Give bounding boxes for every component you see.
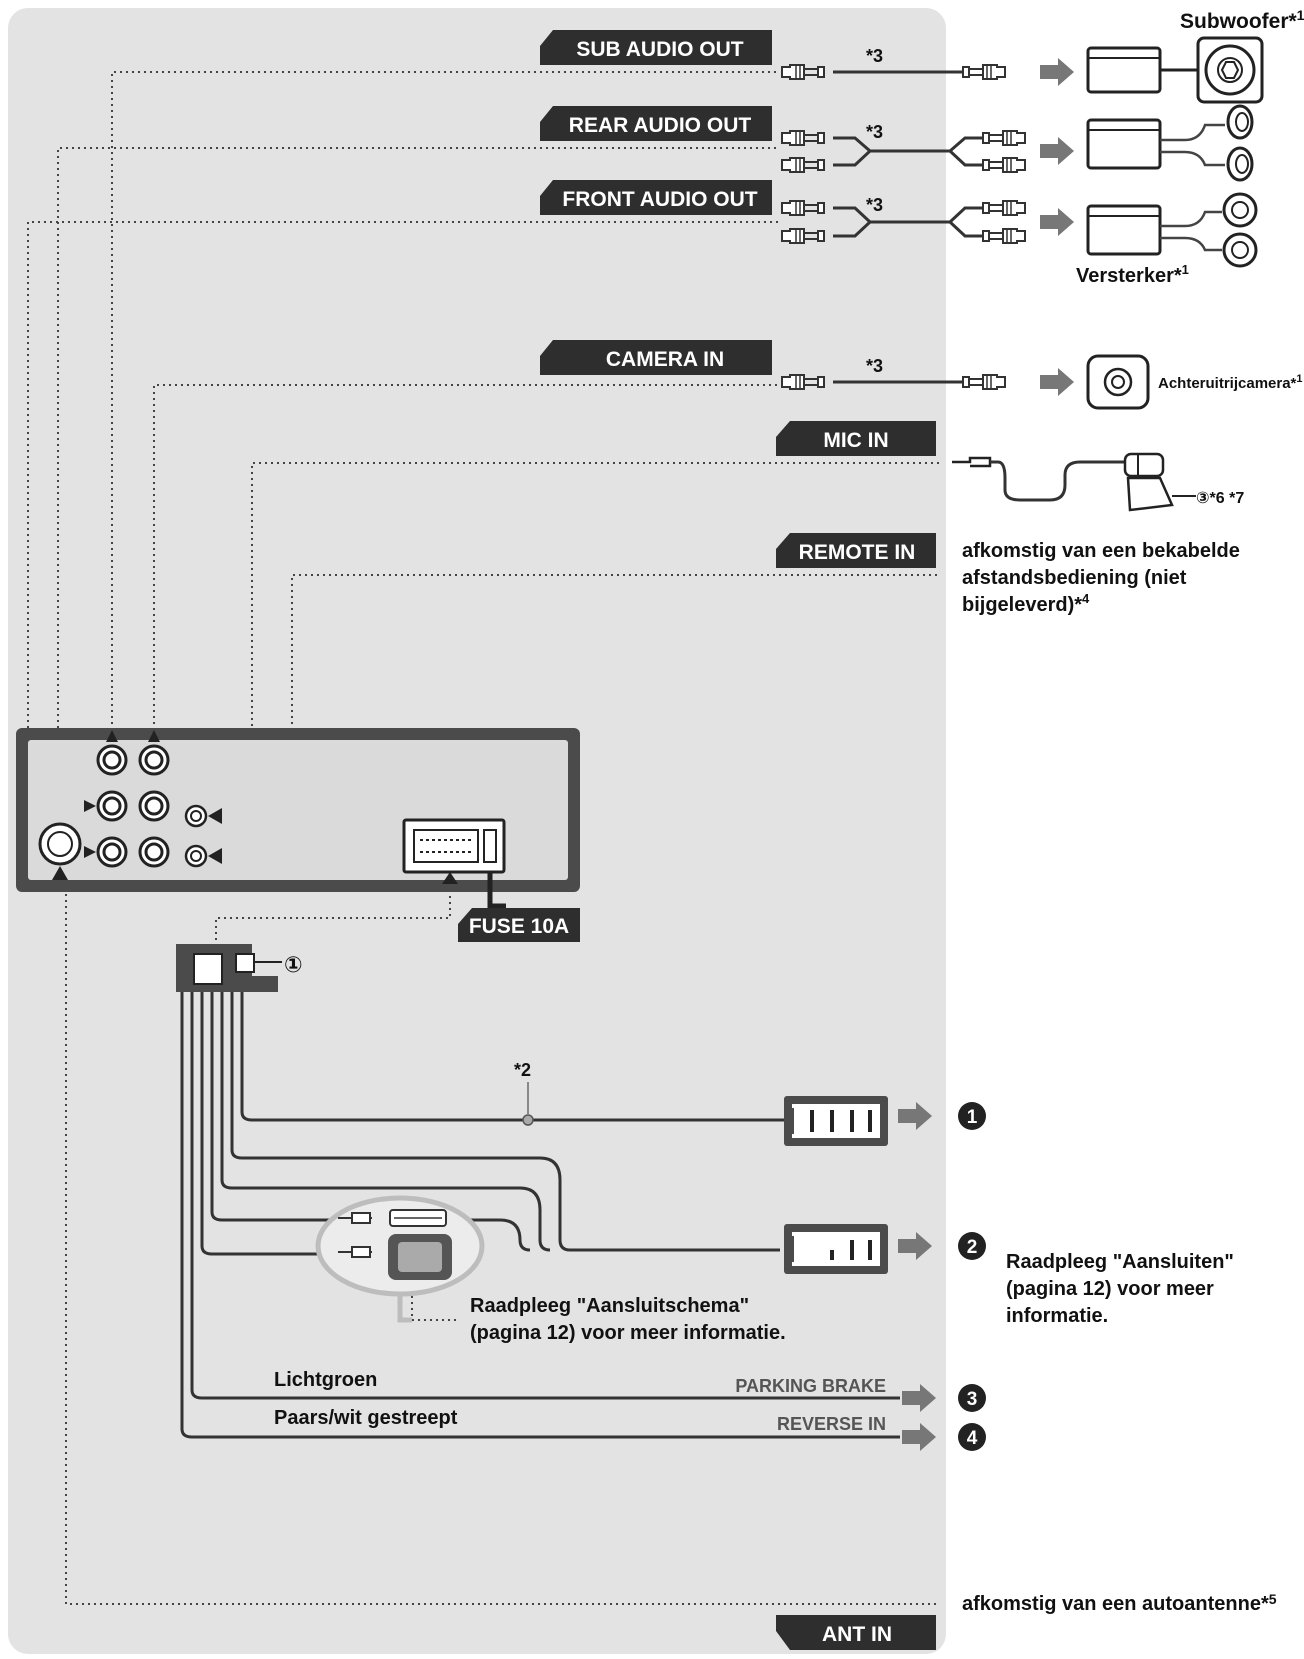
note-2: *2 — [514, 1060, 531, 1080]
tag-front-audio-out-label: FRONT AUDIO OUT — [562, 188, 757, 211]
tag-fuse: FUSE 10A — [458, 908, 580, 942]
tag-fuse-label: FUSE 10A — [469, 915, 569, 938]
svg-text:afstandsbediening (niet: afstandsbediening (niet — [962, 567, 1187, 589]
marker-1: ① — [284, 952, 303, 977]
note-sub-3: *3 — [866, 46, 883, 66]
harness-wires — [180, 992, 900, 1439]
tag-rear-audio-out-label: REAR AUDIO OUT — [569, 114, 752, 137]
svg-text:informatie.: informatie. — [1006, 1305, 1108, 1327]
amplifier-front — [1086, 204, 1222, 256]
mini-jacks — [184, 804, 222, 868]
harness-connector — [176, 944, 282, 992]
badge-2: 2 — [958, 1232, 986, 1260]
note-rear-3: *3 — [866, 122, 883, 142]
tag-front-audio-out: FRONT AUDIO OUT — [540, 180, 772, 215]
tag-mic-in: MIC IN — [776, 421, 936, 456]
note-camera-3: *3 — [866, 356, 883, 376]
rear-audio-out-cable: *3 — [781, 122, 1074, 173]
head-unit — [16, 728, 580, 909]
reverse-in-label: REVERSE IN — [777, 1414, 886, 1434]
tag-sub-audio-out-label: SUB AUDIO OUT — [576, 38, 743, 61]
remote-note: afkomstig van een bekabelde afstandsbedi… — [962, 540, 1240, 616]
wiring-note: Raadpleeg "Aansluitschema" (pagina 12) v… — [470, 1295, 786, 1344]
jack-pointers — [84, 730, 160, 858]
svg-text:(pagina 12) voor meer: (pagina 12) voor meer — [1006, 1278, 1214, 1300]
sub-audio-out-cable: *3 — [781, 46, 1074, 86]
note-front-3: *3 — [866, 195, 883, 215]
connector-1 — [784, 1096, 932, 1146]
svg-text:2: 2 — [967, 1237, 978, 1258]
speaker-rear-icon — [1226, 104, 1254, 182]
antenna-note: afkomstig van een autoantenne*5 — [962, 1591, 1277, 1615]
connector-2 — [784, 1224, 932, 1274]
tag-remote-in: REMOTE IN — [776, 533, 936, 568]
amplifier-label: Versterker*1 — [1076, 262, 1189, 287]
detail-ring — [315, 1195, 485, 1323]
microphone-icon — [952, 452, 1196, 512]
subwoofer-label: Subwoofer*1 — [1180, 7, 1304, 33]
wire-purple-white-label: Paars/wit gestreept — [274, 1407, 458, 1429]
svg-text:afkomstig van een bekabelde: afkomstig van een bekabelde — [962, 540, 1240, 562]
badge-1: 1 — [958, 1102, 986, 1130]
tag-remote-in-label: REMOTE IN — [799, 541, 916, 564]
badge-3: 3 — [958, 1384, 986, 1412]
tag-sub-audio-out: SUB AUDIO OUT — [540, 30, 772, 65]
subwoofer-icon — [1196, 36, 1264, 104]
svg-text:Raadpleeg "Aansluiten": Raadpleeg "Aansluiten" — [1006, 1251, 1234, 1273]
camera-icon — [1086, 354, 1150, 410]
svg-text:Raadpleeg "Aansluitschema": Raadpleeg "Aansluitschema" — [470, 1295, 749, 1317]
tag-mic-in-label: MIC IN — [823, 429, 888, 452]
svg-text:1: 1 — [967, 1107, 978, 1128]
speaker-front-icon — [1222, 192, 1258, 268]
connect-note: Raadpleeg "Aansluiten" (pagina 12) voor … — [1006, 1251, 1234, 1327]
svg-text:bijgeleverd)*4: bijgeleverd)*4 — [962, 591, 1090, 616]
camera-in-cable: *3 — [781, 356, 1074, 396]
tag-ant-in: ANT IN — [776, 1615, 936, 1650]
power-connector-socket — [402, 818, 506, 884]
amplifier-rear — [1086, 118, 1225, 170]
mic-note: ③*6 *7 — [1196, 490, 1244, 507]
tag-ant-in-label: ANT IN — [822, 1623, 892, 1646]
front-audio-out-cable: *3 — [781, 195, 1074, 244]
svg-text:(pagina 12) voor meer informat: (pagina 12) voor meer informatie. — [470, 1322, 786, 1344]
badge-4: 4 — [958, 1423, 986, 1451]
tag-rear-audio-out: REAR AUDIO OUT — [540, 106, 772, 141]
tag-camera-in: CAMERA IN — [540, 340, 772, 375]
amplifier-sub — [1086, 46, 1200, 94]
parking-brake-label: PARKING BRAKE — [735, 1376, 886, 1396]
antenna-jack — [38, 822, 82, 880]
wire-lightgreen-label: Lichtgroen — [274, 1369, 377, 1391]
tag-camera-in-label: CAMERA IN — [606, 348, 724, 371]
camera-label: Achteruitrijcamera*1 — [1158, 373, 1303, 392]
svg-text:4: 4 — [967, 1428, 978, 1449]
svg-text:3: 3 — [967, 1389, 978, 1410]
